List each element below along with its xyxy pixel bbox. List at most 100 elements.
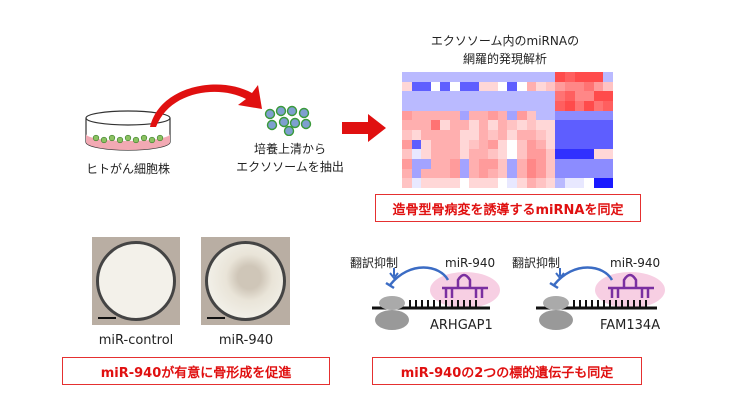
heatmap-cell [459, 149, 470, 159]
heatmap-cell [507, 159, 518, 169]
heatmap-cell [430, 130, 441, 140]
heatmap-cell [555, 120, 566, 130]
heatmap-cell [449, 72, 460, 82]
heatmap-cell [469, 178, 479, 188]
heatmap-cell [517, 130, 527, 140]
heatmap-cell [440, 130, 450, 140]
heatmap-cell [507, 72, 518, 82]
heatmap-cell [584, 81, 594, 92]
heatmap-cell [507, 101, 518, 111]
heatmap-cell [603, 178, 613, 188]
heatmap-cell [517, 178, 527, 188]
heatmap-cell [430, 110, 441, 121]
exosome-cluster-icon [264, 105, 312, 136]
heatmap-cell [536, 139, 546, 150]
heatmap-cell [449, 139, 460, 150]
heatmap-cell [488, 120, 498, 130]
heatmap-cell [469, 159, 479, 169]
heatmap-cell [574, 101, 585, 111]
heatmap-cell [469, 139, 479, 150]
heatmap-title-line2: 網羅的発現解析 [462, 52, 547, 66]
heatmap-cell [545, 101, 556, 111]
heatmap-cell [449, 159, 460, 169]
heatmap-cell [584, 120, 594, 130]
heatmap-cell [555, 101, 566, 111]
heatmap-cell [603, 149, 613, 159]
heatmap-cell [584, 130, 594, 140]
heatmap-cell [440, 139, 450, 150]
mirna-binding-illustration [536, 266, 665, 330]
heatmap-cell [526, 130, 537, 140]
heatmap-cell [593, 120, 604, 130]
heatmap-result-box: 造骨型骨病変を誘導するmiRNAを同定 [375, 194, 641, 222]
heatmap-cell [421, 72, 431, 82]
heatmap-cell [507, 149, 518, 159]
heatmap-cell [421, 110, 431, 121]
heatmap-cell [421, 81, 431, 92]
heatmap-cell [517, 101, 527, 111]
heatmap-cell [497, 178, 508, 188]
heatmap-cell [555, 110, 566, 121]
photo-mir-control [92, 237, 180, 325]
heatmap-cell [411, 120, 422, 130]
heatmap-cell [507, 110, 518, 121]
mirna-heatmap [402, 72, 613, 188]
heatmap-cell [584, 72, 594, 82]
heatmap-cell [574, 178, 585, 188]
heatmap-cell [440, 81, 450, 92]
heatmap-cell [536, 101, 546, 111]
heatmap-cell [488, 101, 498, 111]
heatmap-cell [430, 178, 441, 188]
heatmap-cell [507, 91, 518, 101]
heatmap-cell [488, 149, 498, 159]
heatmap-cell [536, 91, 546, 101]
heatmap-cell [440, 101, 450, 111]
heatmap-cell [411, 168, 422, 179]
heatmap-cell [574, 168, 585, 179]
heatmap-cell [411, 110, 422, 121]
heatmap-cell [440, 178, 450, 188]
heatmap-cell [584, 91, 594, 101]
heatmap-cell [469, 130, 479, 140]
heatmap-title-line1: エクソソーム内のmiRNAの [430, 34, 580, 48]
heatmap-cell [517, 168, 527, 179]
heatmap-cell [593, 72, 604, 82]
heatmap-cell [517, 139, 527, 150]
exosome-step-line1: 培養上清から [253, 142, 326, 156]
heatmap-cell [545, 120, 556, 130]
heatmap-cell [402, 72, 412, 82]
heatmap-cell [497, 81, 508, 92]
heatmap-cell [488, 110, 498, 121]
heatmap-cell [421, 168, 431, 179]
heatmap-cell [593, 81, 604, 92]
heatmap-cell [574, 130, 585, 140]
heatmap-cell [526, 178, 537, 188]
heatmap-cell [555, 130, 566, 140]
heatmap-cell [478, 120, 489, 130]
mirna-label: miR-940 [445, 256, 496, 270]
heatmap-cell [555, 178, 566, 188]
heatmap-cell [478, 101, 489, 111]
heatmap-cell [536, 72, 546, 82]
heatmap-cell [402, 130, 412, 140]
heatmap-cell [603, 81, 613, 92]
cell-line-label: ヒトがん細胞株 [85, 162, 170, 176]
heatmap-cell [584, 168, 594, 179]
heatmap-cell [574, 72, 585, 82]
heatmap-cell [545, 159, 556, 169]
heatmap-cell [536, 130, 546, 140]
heatmap-cell [593, 149, 604, 159]
heatmap-cell [584, 101, 594, 111]
heatmap-cell [603, 72, 613, 82]
heatmap-cell [574, 91, 585, 101]
heatmap-cell [555, 149, 566, 159]
mirna-label: miR-940 [610, 256, 661, 270]
target-diagram-arhgap1: 翻訳抑制 miR-940 ARHGAP1 [350, 250, 525, 335]
heatmap-cell [497, 91, 508, 101]
heatmap-cell [402, 159, 412, 169]
heatmap-cell [497, 139, 508, 150]
target-result-box: miR-940の2つの標的遺伝子も同定 [372, 357, 642, 385]
heatmap-cell [545, 81, 556, 92]
heatmap-cell [507, 178, 518, 188]
heatmap-cell [430, 72, 441, 82]
